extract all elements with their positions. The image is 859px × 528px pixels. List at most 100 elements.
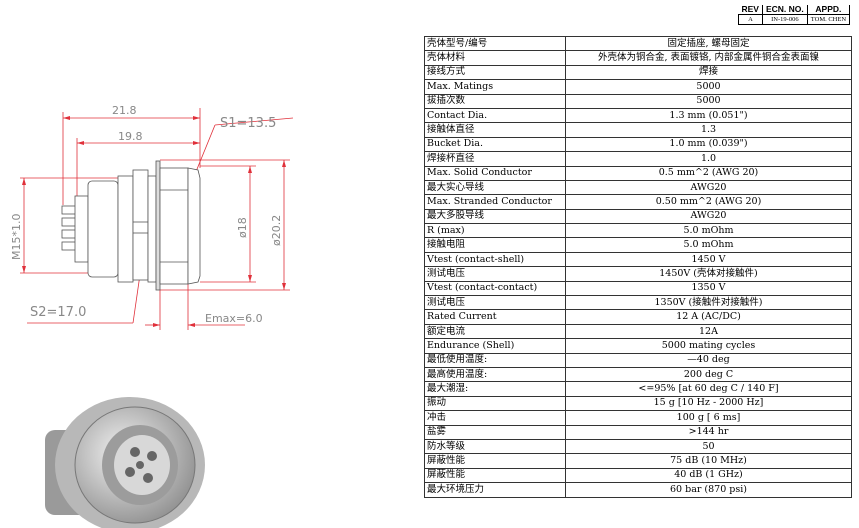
dimension-lines (20, 108, 294, 330)
spec-label: R (max) (424, 223, 566, 239)
spec-label: 冲击 (424, 410, 566, 426)
spec-label: 拔插次数 (424, 93, 566, 109)
spec-value: 40 dB (1 GHz) (565, 467, 852, 484)
spec-value: 1450V (壳体对接触件) (565, 266, 852, 282)
table-row: 壳体材料外壳体为铜合金, 表面镀铬, 内部金属件铜合金表面镍 (424, 50, 852, 66)
ecn-header: ECN. NO. (761, 5, 808, 15)
spec-label: 振动 (424, 395, 566, 412)
spec-label: Endurance (Shell) (424, 338, 566, 354)
dim-s1: S1=13.5 (220, 116, 276, 131)
table-row: 最低使用温度:—40 deg (424, 352, 852, 368)
spec-value: 75 dB (10 MHz) (565, 453, 852, 469)
spec-value: 1.3 (565, 122, 852, 138)
spec-value: 60 bar (870 psi) (565, 482, 852, 498)
spec-value: 固定插座, 螺母固定 (565, 35, 852, 52)
table-row: R (max)5.0 mOhm (424, 223, 852, 239)
spec-label: 焊接杯直径 (424, 151, 566, 167)
spec-value: <=95% [at 60 deg C / 140 F] (565, 381, 852, 397)
table-row: Endurance (Shell)5000 mating cycles (424, 338, 852, 354)
connector-photo (45, 397, 205, 528)
spec-label: 最高使用温度: (424, 366, 566, 383)
spec-value: 200 deg C (565, 366, 852, 383)
spec-value: 外壳体为铜合金, 表面镀铬, 内部金属件铜合金表面镍 (565, 50, 852, 66)
spec-label: Vtest (contact-shell) (424, 251, 566, 268)
table-row: Vtest (contact-shell)1450 V (424, 251, 852, 268)
spec-label: 最大多股导线 (424, 208, 566, 225)
connector-technical-drawing: 21.8 19.8 S1=13.5 S2=17.0 Emax=6.0 M15*1… (10, 104, 294, 528)
table-row: Vtest (contact-contact)1350 V (424, 280, 852, 297)
spec-label: 最低使用温度: (424, 352, 566, 368)
ecn-value: IN-19-006 (761, 14, 808, 25)
table-row: 接线方式焊接 (424, 64, 852, 81)
table-row: 盐雾>144 hr (424, 424, 852, 440)
table-row: 壳体型号/编号固定插座, 螺母固定 (424, 35, 852, 52)
spec-label: Vtest (contact-contact) (424, 280, 566, 297)
spec-value: —40 deg (565, 352, 852, 368)
spec-value: 1350 V (565, 280, 852, 297)
spec-value: AWG20 (565, 179, 852, 196)
spec-value: 0.50 mm^2 (AWG 20) (565, 194, 852, 210)
spec-label: 防水等级 (424, 438, 566, 455)
spec-value: 焊接 (565, 64, 852, 81)
spec-label: 测试电压 (424, 266, 566, 282)
spec-label: Rated Current (424, 309, 566, 325)
spec-value: 5000 (565, 93, 852, 109)
spec-label: 最大实心导线 (424, 179, 566, 196)
dim-overall-length: 21.8 (112, 104, 137, 117)
spec-label: 额定电流 (424, 323, 566, 340)
spec-value: 1450 V (565, 251, 852, 268)
spec-label: 接线方式 (424, 64, 566, 81)
revision-block: REV ECN. NO. APPD. A IN-19-006 TOM. CHEN (738, 5, 851, 25)
table-row: 最高使用温度:200 deg C (424, 366, 852, 383)
spec-value: 0.5 mm^2 (AWG 20) (565, 165, 852, 181)
spec-label: Max. Matings (424, 79, 566, 95)
appd-header: APPD. (806, 5, 851, 15)
dim-inner-diameter: ø18 (236, 217, 249, 238)
spec-label: 壳体材料 (424, 50, 566, 66)
table-row: 最大潮湿:<=95% [at 60 deg C / 140 F] (424, 381, 852, 397)
appd-value: TOM. CHEN (806, 14, 851, 25)
dim-s2: S2=17.0 (30, 305, 86, 320)
connector-outline (61, 160, 201, 291)
spec-table: 壳体型号/编号固定插座, 螺母固定壳体材料外壳体为铜合金, 表面镀铬, 内部金属… (424, 35, 852, 498)
dim-body-length: 19.8 (118, 130, 143, 143)
dim-emax: Emax=6.0 (205, 312, 263, 325)
spec-value: 100 g [ 6 ms] (565, 410, 852, 426)
spec-label: 最大潮湿: (424, 381, 566, 397)
rev-value: A (738, 14, 763, 25)
spec-label: 测试电压 (424, 295, 566, 311)
rev-header: REV (738, 5, 763, 15)
spec-label: 屏蔽性能 (424, 467, 566, 484)
table-row: Contact Dia.1.3 mm (0.051") (424, 107, 852, 124)
spec-label: 屏蔽性能 (424, 453, 566, 469)
spec-value: 12A (565, 323, 852, 340)
spec-label: Max. Solid Conductor (424, 165, 566, 181)
spec-value: 1.0 (565, 151, 852, 167)
spec-value: 5.0 mOhm (565, 237, 852, 253)
spec-value: 12 A (AC/DC) (565, 309, 852, 325)
spec-value: 5.0 mOhm (565, 223, 852, 239)
spec-label: Contact Dia. (424, 107, 566, 124)
spec-label: 接触电阻 (424, 237, 566, 253)
dim-outer-diameter: ø20.2 (270, 215, 283, 246)
spec-value: AWG20 (565, 208, 852, 225)
spec-value: 15 g [10 Hz - 2000 Hz] (565, 395, 852, 412)
spec-label: 最大环境压力 (424, 482, 566, 498)
